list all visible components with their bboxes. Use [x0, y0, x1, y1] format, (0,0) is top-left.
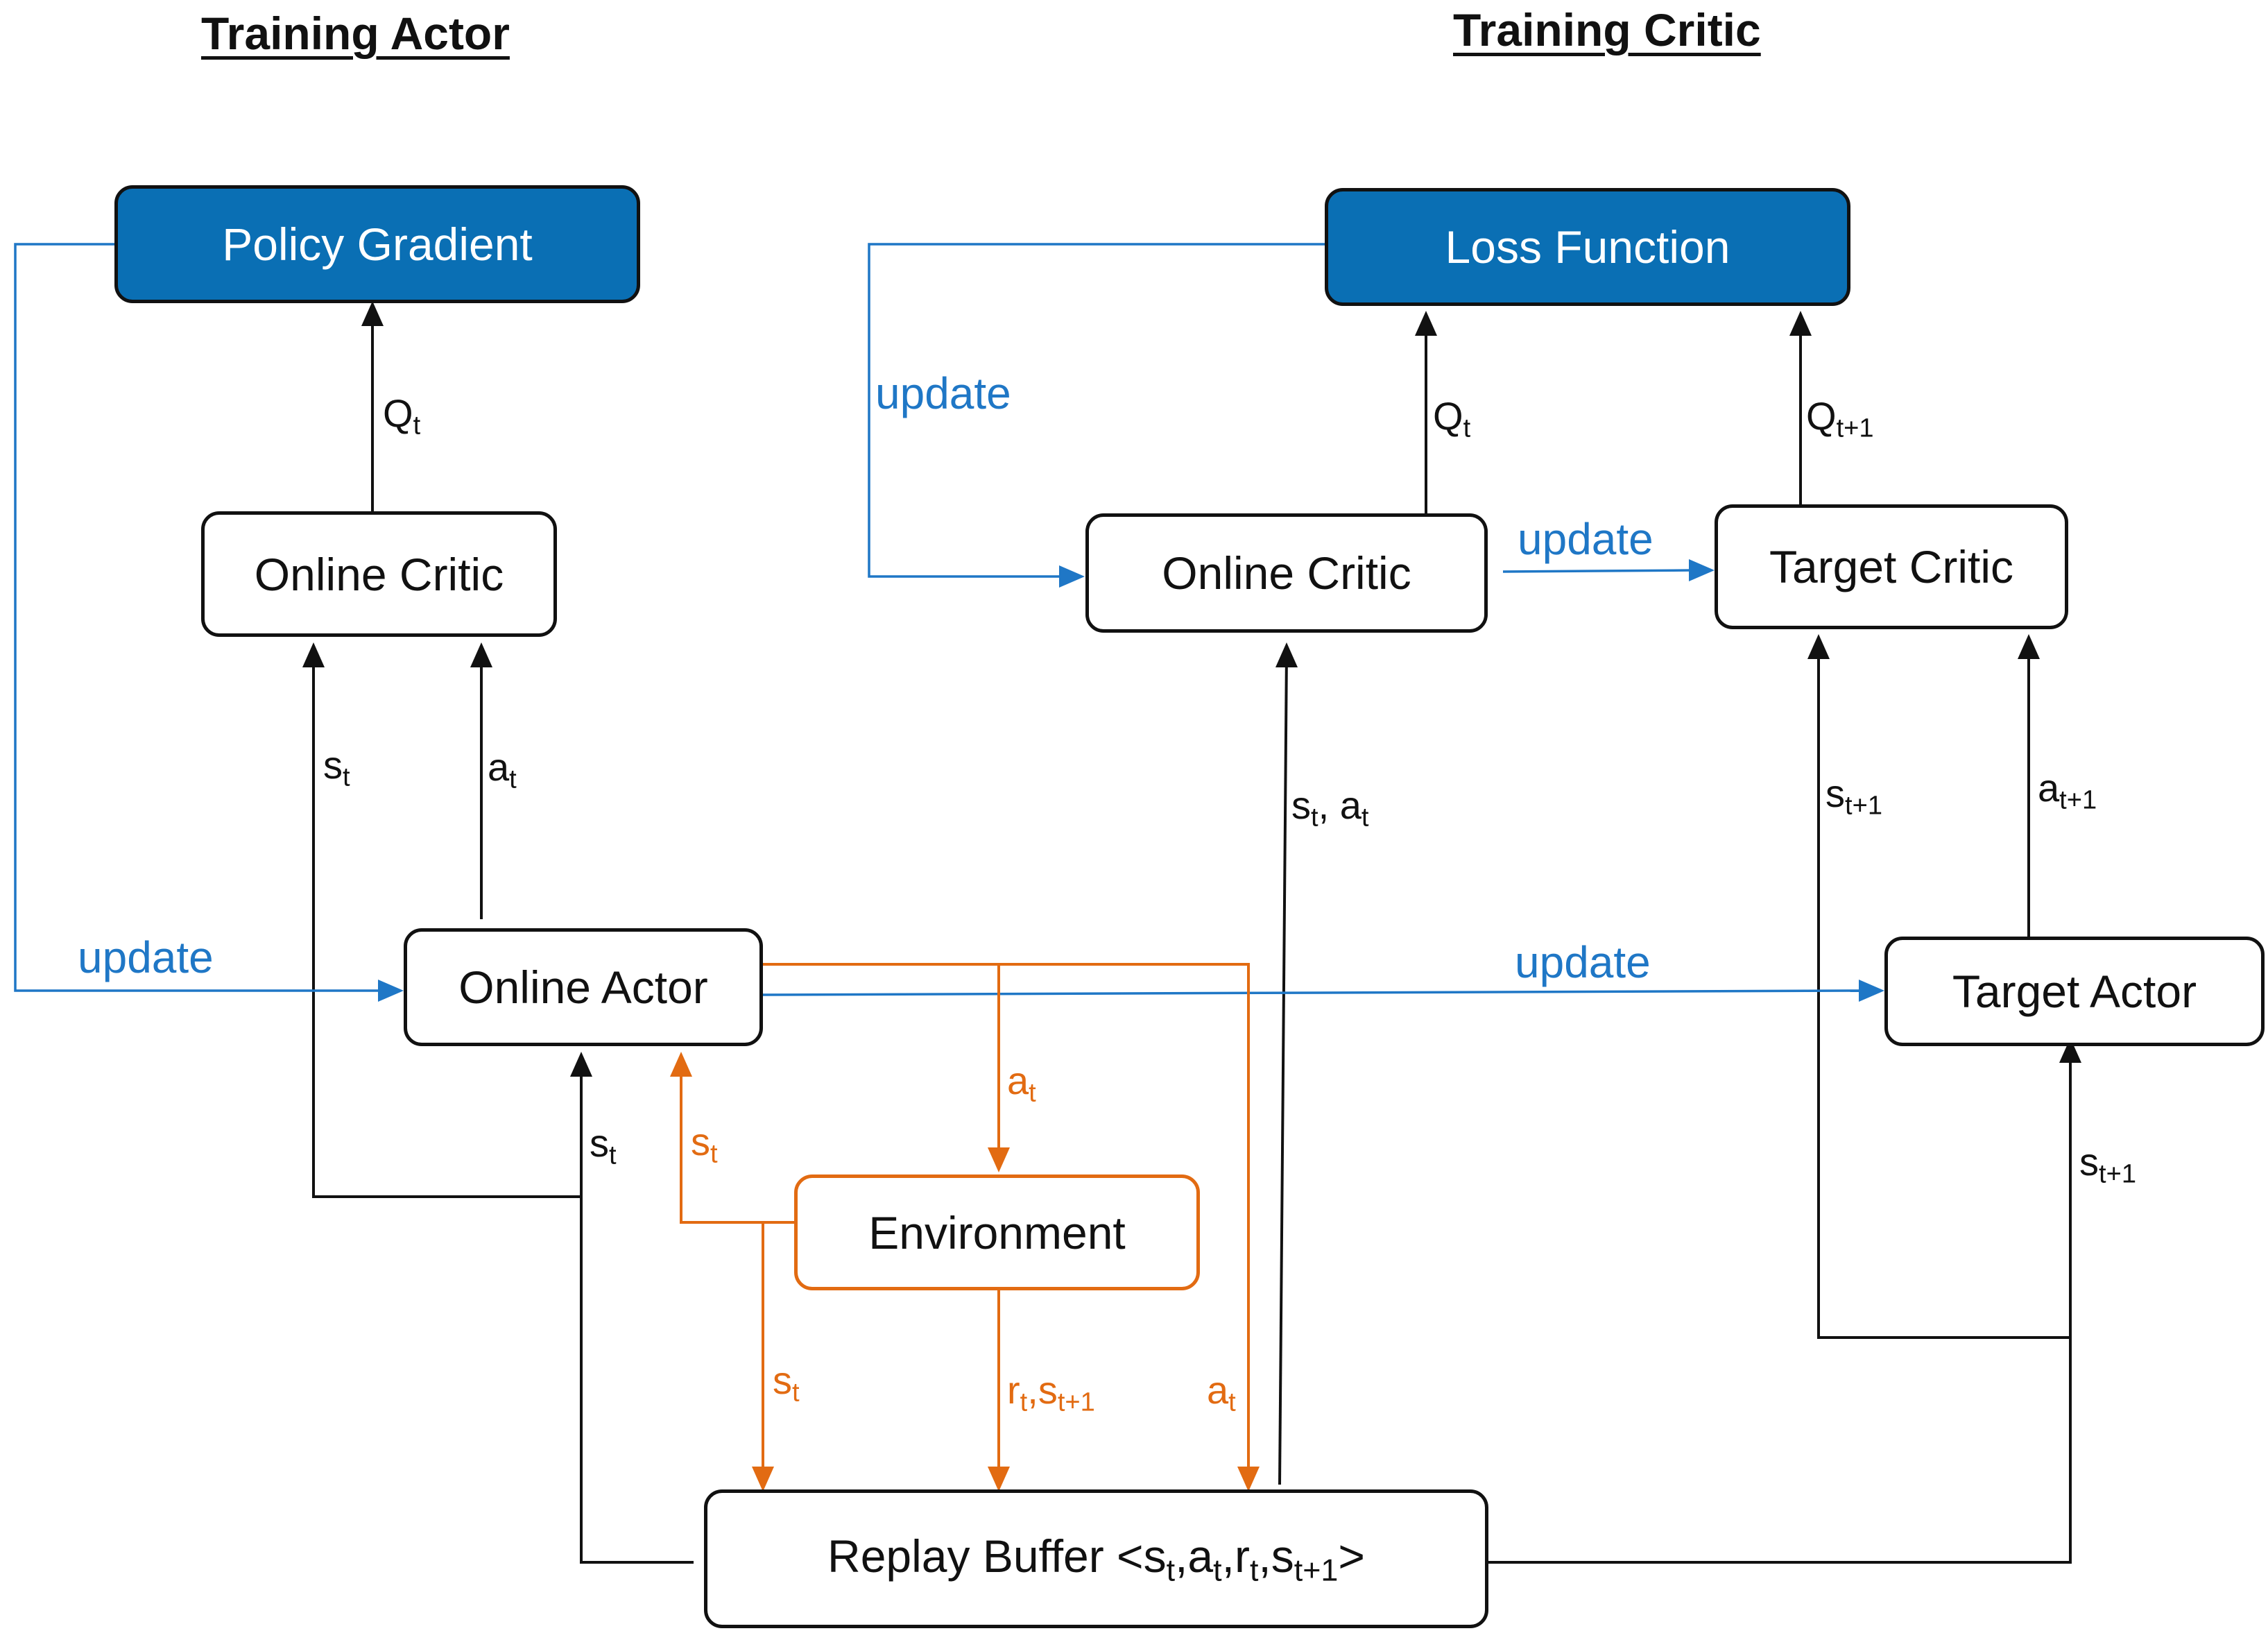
target-actor-label: Target Actor — [1952, 966, 2197, 1017]
arrow-update-loss-to-critic — [868, 243, 1325, 578]
target-critic-label: Target Critic — [1769, 541, 2014, 592]
arrowhead-online-critic-left-a — [470, 642, 492, 667]
label-st-environment-actor: st — [691, 1120, 718, 1169]
loss-function-label: Loss Function — [1445, 221, 1730, 273]
arrow-update-online-to-target-critic — [1502, 569, 1693, 573]
label-qt1-loss: Qt+1 — [1806, 394, 1874, 443]
update-label-target-critic: update — [1518, 514, 1653, 564]
arrowhead-buffer-at — [1237, 1467, 1260, 1492]
label-st-at-online-critic-right: st, at — [1291, 783, 1369, 832]
arrow-buffer-to-online-critic-right — [1278, 651, 1288, 1485]
arrowhead-online-actor-black — [570, 1052, 592, 1077]
label-at1-target-critic: at+1 — [2038, 766, 2097, 815]
target-actor-box: Target Actor — [1884, 937, 2265, 1046]
arrowhead-update-online-critic — [1059, 565, 1085, 588]
arrowhead-target-actor — [2059, 1038, 2081, 1063]
label-at-environment: at — [1007, 1059, 1036, 1108]
arrow-st1-to-target-critic — [1817, 644, 2070, 1339]
label-rt-st1-buffer: rt,st+1 — [1007, 1368, 1095, 1417]
arrowhead-target-critic-a — [2018, 634, 2040, 659]
arrowhead-buffer-rt — [988, 1467, 1010, 1492]
arrowhead-loss-function-qt1 — [1789, 311, 1812, 336]
arrowhead-online-critic-left-s — [302, 642, 325, 667]
arrowhead-target-critic-s — [1807, 634, 1830, 659]
arrow-st-environment-to-actor — [680, 1068, 794, 1224]
arrowhead-online-critic-right — [1275, 642, 1298, 667]
replay-buffer-box: Replay Buffer <st,at,rt,st+1> — [704, 1489, 1488, 1628]
update-label-loss: update — [875, 368, 1011, 418]
label-st-environment-buffer: st — [773, 1358, 800, 1408]
label-qt-loss: Qt — [1433, 394, 1471, 443]
arrowhead-online-actor-orange — [670, 1052, 692, 1077]
title-training-critic: Training Critic — [1453, 4, 1761, 55]
arrow-st-to-online-critic-left — [312, 652, 581, 1198]
arrowhead-environment-at — [988, 1147, 1010, 1172]
arrowhead-policy-gradient — [361, 301, 384, 326]
target-critic-box: Target Critic — [1715, 504, 2068, 629]
environment-box: Environment — [794, 1175, 1200, 1290]
update-label-target-actor: update — [1515, 937, 1651, 987]
loss-function-box: Loss Function — [1325, 188, 1850, 306]
arrow-buffer-to-online-actor — [580, 1061, 694, 1564]
arrowhead-update-target-actor — [1859, 980, 1884, 1002]
online-actor-label: Online Actor — [458, 962, 708, 1013]
arrow-update-policy-to-actor — [14, 243, 378, 992]
arrowhead-update-target-critic — [1689, 559, 1715, 581]
arrowhead-update-actor — [378, 980, 404, 1002]
label-at-online-critic-left: at — [488, 745, 517, 794]
arrowhead-loss-function-qt — [1415, 311, 1437, 336]
label-qt-policy: Qt — [383, 391, 421, 441]
arrow-at-actor-to-buffer — [999, 963, 1250, 1478]
label-st1-target-actor: st+1 — [2079, 1140, 2136, 1189]
label-at-buffer: at — [1207, 1368, 1236, 1417]
label-st-online-actor: st — [590, 1121, 617, 1170]
arrow-buffer-to-target-actor — [1488, 1048, 2072, 1564]
label-st-online-critic-left: st — [323, 743, 350, 792]
online-critic-left-box: Online Critic — [201, 511, 557, 637]
policy-gradient-label: Policy Gradient — [222, 219, 533, 270]
online-actor-box: Online Actor — [404, 928, 763, 1046]
online-critic-right-box: Online Critic — [1085, 513, 1488, 633]
environment-label: Environment — [868, 1206, 1126, 1258]
update-label-policy: update — [78, 932, 214, 982]
policy-gradient-box: Policy Gradient — [114, 185, 640, 303]
replay-buffer-label: Replay Buffer <st,at,rt,st+1> — [827, 1530, 1365, 1588]
arrowhead-buffer-st — [752, 1467, 774, 1492]
title-training-actor: Training Actor — [201, 8, 510, 59]
online-critic-right-label: Online Critic — [1162, 547, 1411, 599]
arrow-update-online-to-target-actor — [762, 989, 1859, 996]
label-st1-target-critic: st+1 — [1825, 771, 1882, 821]
online-critic-left-label: Online Critic — [254, 548, 504, 600]
